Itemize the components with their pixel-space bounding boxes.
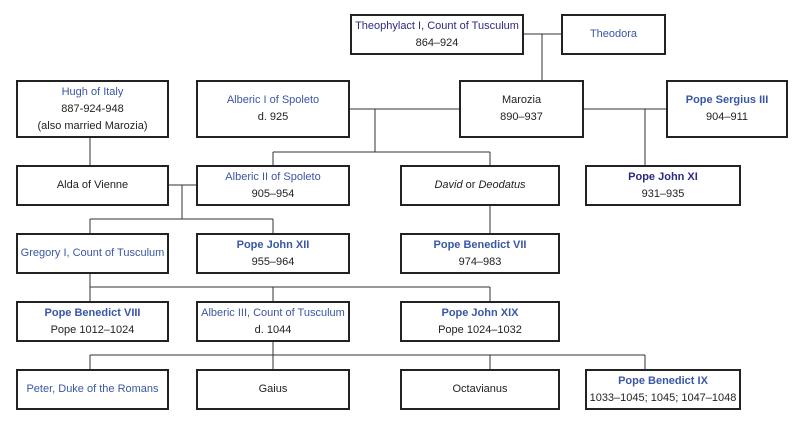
person-dates: d. 1044: [254, 323, 292, 336]
person-link[interactable]: Pope Sergius III: [685, 94, 769, 106]
person-benedict9: Pope Benedict IX 1033–1045; 1045; 1047–1…: [585, 369, 741, 410]
person-dates: 931–935: [641, 187, 685, 200]
person-dates: 890–937: [500, 111, 543, 123]
person-dates: Pope 1012–1024: [50, 323, 135, 336]
person-dates: 864–924: [415, 36, 459, 49]
person-name: Gaius: [258, 383, 288, 395]
person-gaius: Gaius: [196, 369, 350, 410]
person-dates: Pope 1024–1032: [438, 323, 522, 336]
person-alda: Alda of Vienne: [16, 165, 169, 206]
person-link[interactable]: Alberic I of Spoleto: [226, 94, 320, 106]
person-note: (also married Marozia): [37, 119, 148, 132]
person-dates: d. 925: [257, 111, 289, 123]
person-benedict8: Pope Benedict VIII Pope 1012–1024: [16, 301, 169, 342]
line-gregory-children: [89, 273, 491, 301]
person-theodora: Theodora: [561, 14, 666, 55]
person-dates: 1033–1045; 1045; 1047–1048: [589, 391, 737, 404]
person-dates: 887-924-948: [61, 102, 124, 115]
person-octavianus: Octavianus: [400, 369, 560, 410]
person-link[interactable]: Hugh of Italy: [61, 85, 124, 98]
person-link[interactable]: Pope John XI: [628, 170, 698, 183]
person-dates: 904–911: [705, 111, 748, 123]
person-link[interactable]: Theodora: [589, 28, 638, 40]
person-alberic3: Alberic III, Count of Tusculum d. 1044: [196, 301, 350, 342]
person-link[interactable]: Pope Benedict VIII: [44, 306, 141, 319]
person-link[interactable]: Pope Benedict VII: [433, 238, 527, 251]
person-link[interactable]: Pope John XIX: [441, 306, 519, 319]
person-name: Marozia: [501, 94, 542, 106]
person-link[interactable]: Gregory I, Count of Tusculum: [20, 247, 165, 259]
person-hugh: Hugh of Italy 887-924-948 (also married …: [16, 80, 169, 138]
line-theophylact-theodora: [523, 33, 561, 80]
person-link[interactable]: Theophylact I, Count of Tusculum: [355, 19, 519, 32]
line-alberic1-marozia: [272, 108, 491, 165]
line-alda-alberic2: [89, 184, 274, 233]
person-alberic1: Alberic I of Spoleto d. 925: [196, 80, 350, 138]
person-name: David or Deodatus: [434, 179, 526, 191]
person-benedict7: Pope Benedict VII 974–983: [400, 233, 560, 274]
person-link[interactable]: Alberic II of Spoleto: [225, 170, 321, 183]
person-marozia: Marozia 890–937: [459, 80, 584, 138]
person-theophylact: Theophylact I, Count of Tusculum 864–924: [350, 14, 524, 55]
person-name: Alda of Vienne: [56, 179, 129, 191]
person-gregory: Gregory I, Count of Tusculum: [16, 233, 169, 274]
person-john11: Pope John XI 931–935: [585, 165, 741, 206]
person-alberic2: Alberic II of Spoleto 905–954: [196, 165, 350, 206]
person-dates: 905–954: [251, 187, 295, 200]
person-link[interactable]: Pope John XII: [236, 238, 310, 251]
person-name: Octavianus: [452, 383, 508, 395]
person-john19: Pope John XIX Pope 1024–1032: [400, 301, 560, 342]
person-john12: Pope John XII 955–964: [196, 233, 350, 274]
person-link[interactable]: Alberic III, Count of Tusculum: [201, 306, 345, 319]
person-dates: 955–964: [251, 255, 295, 268]
person-david: David or Deodatus: [400, 165, 560, 206]
line-alberic3-children: [89, 341, 646, 369]
person-sergius: Pope Sergius III 904–911: [666, 80, 788, 138]
person-link[interactable]: Peter, Duke of the Romans: [26, 383, 159, 395]
person-peter: Peter, Duke of the Romans: [16, 369, 169, 410]
person-link[interactable]: Pope Benedict IX: [618, 374, 708, 387]
line-marozia-sergius: [583, 108, 666, 165]
person-dates: 974–983: [458, 255, 502, 268]
